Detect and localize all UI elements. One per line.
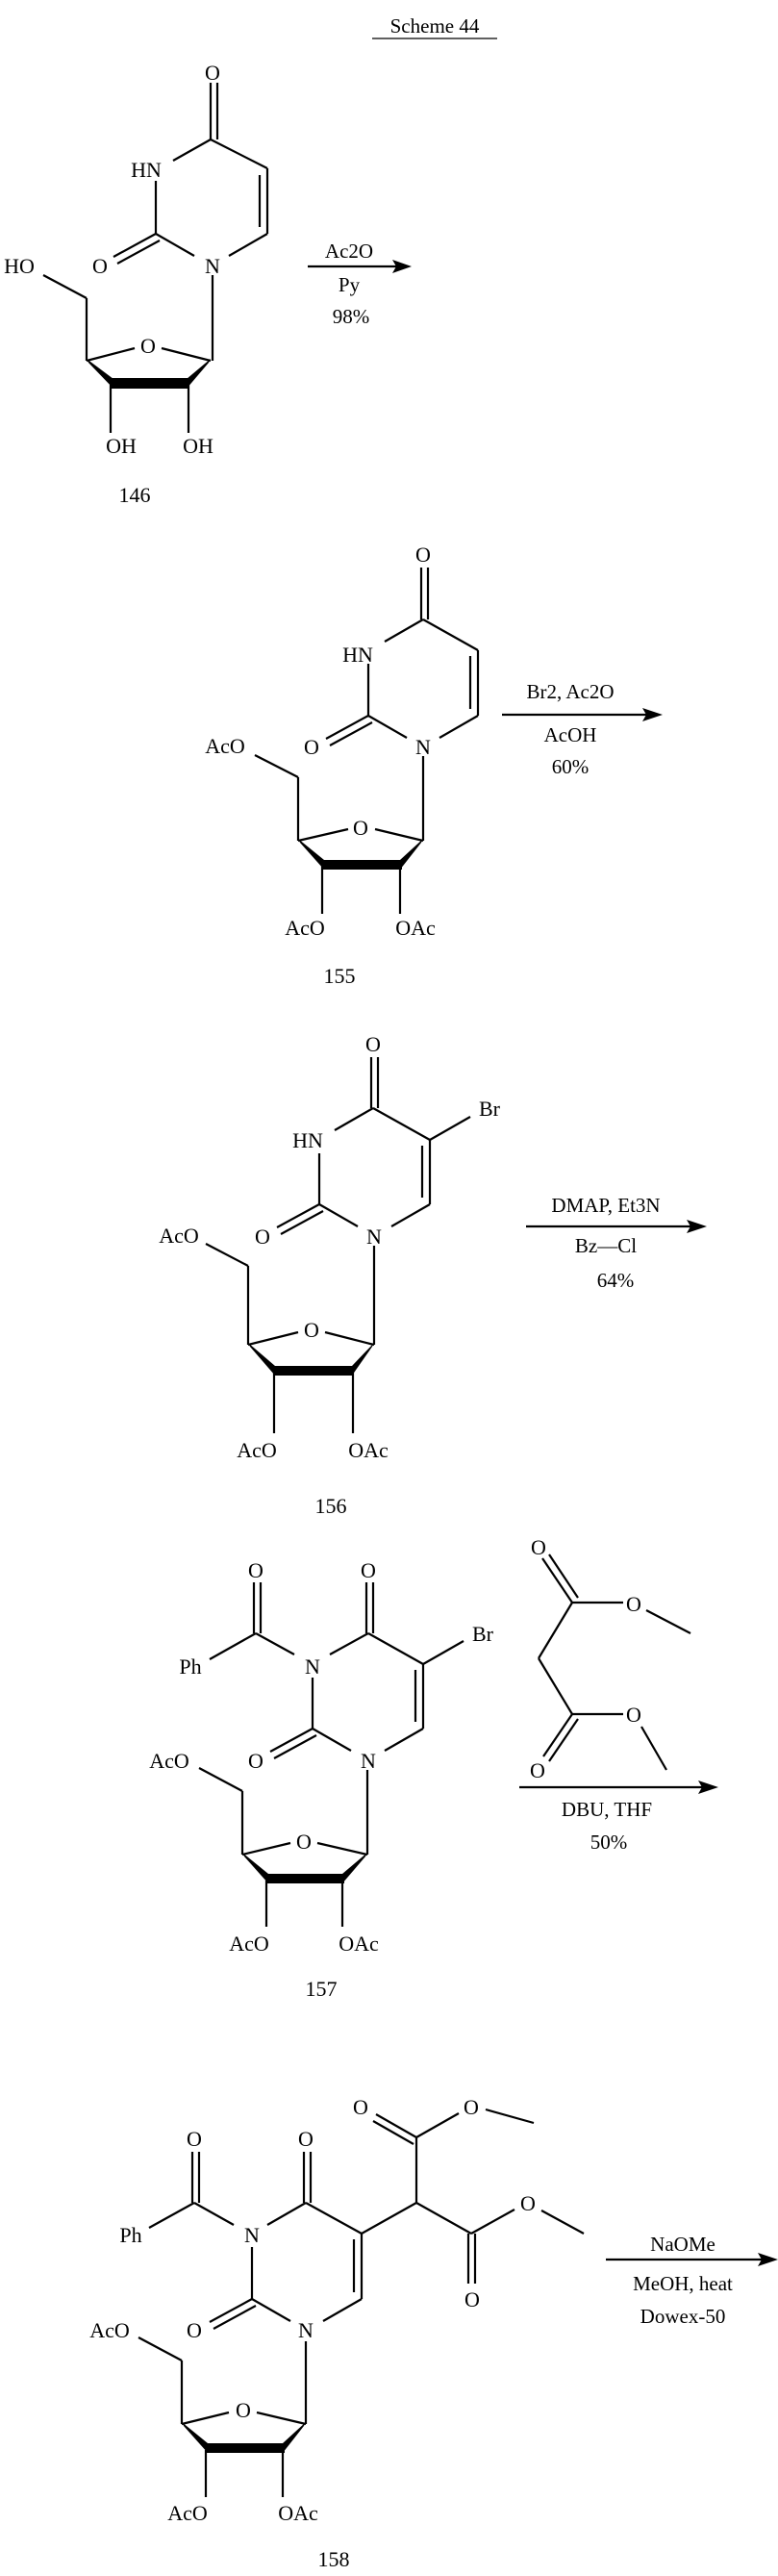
atom-O4: O xyxy=(205,61,220,85)
atom-O4: O xyxy=(365,1032,381,1056)
compound-158: O Ph O N O N AcO O O O O O AcO OAc 158 xyxy=(89,2095,585,2571)
yield: 50% xyxy=(590,1831,628,1854)
atom-AcO3: AcO xyxy=(167,2501,208,2525)
reagent-dimethyl-malonate: O O O O xyxy=(530,1535,691,1782)
compound-146: O HN O N HO O OH OH 146 xyxy=(4,61,269,507)
compound-number: 155 xyxy=(324,964,356,988)
atom-HN: HN xyxy=(131,158,162,182)
atom-O-ester-2: O xyxy=(520,2191,536,2215)
atom-OAc2: OAc xyxy=(278,2501,318,2525)
atom-HO5: HO xyxy=(4,254,35,278)
compound-number: 156 xyxy=(315,1494,347,1518)
reaction-arrow-5: NaOMe MeOH, heat Dowex-50 xyxy=(606,2233,778,2328)
atom-OAc2: OAc xyxy=(348,1438,389,1462)
atom-O-ester-2: O xyxy=(626,1703,641,1727)
scheme-title-text: Scheme 44 xyxy=(390,14,480,38)
atom-O-ester-1: O xyxy=(626,1592,641,1616)
atom-ring-O: O xyxy=(353,816,368,840)
atom-ring-O: O xyxy=(140,334,156,358)
atom-O-benzoyl: O xyxy=(187,2127,202,2151)
reagent-below-1: Bz—Cl xyxy=(575,1234,637,1257)
atom-O-carbonyl-2: O xyxy=(530,1758,545,1782)
atom-ring-O: O xyxy=(236,2398,251,2422)
reagent-above: DMAP, Et3N xyxy=(551,1194,660,1217)
yield: 98% xyxy=(333,305,370,328)
atom-O2: O xyxy=(304,735,319,759)
reagent-below-1: DBU, THF xyxy=(562,1798,652,1821)
atom-AcO3: AcO xyxy=(285,916,325,940)
reagent-below-1: AcOH xyxy=(544,723,597,746)
reagent-above: NaOMe xyxy=(650,2233,715,2256)
atom-N1: N xyxy=(366,1225,382,1249)
atom-OH3: OH xyxy=(106,434,137,458)
compound-157: O Ph O N Br O N AcO O AcO OAc 157 xyxy=(149,1558,493,2001)
reaction-arrow-2: Br2, Ac2O AcOH 60% xyxy=(502,680,663,778)
atom-AcO5: AcO xyxy=(89,2318,130,2342)
compound-number: 157 xyxy=(306,1977,338,2001)
reaction-arrow-1: Ac2O Py 98% xyxy=(308,240,412,328)
reagent-below-1: Py xyxy=(339,273,361,296)
atom-N1: N xyxy=(205,254,220,278)
atom-N3: N xyxy=(305,1654,320,1679)
atom-O-carbonyl-2: O xyxy=(464,2287,480,2311)
atom-OAc2: OAc xyxy=(395,916,436,940)
yield: 64% xyxy=(597,1269,635,1292)
scheme-title: Scheme 44 xyxy=(372,14,497,39)
reagent-above: Ac2O xyxy=(325,240,373,263)
atom-O2: O xyxy=(248,1749,264,1773)
compound-number: 146 xyxy=(119,483,151,507)
atom-O2: O xyxy=(255,1225,270,1249)
reaction-arrow-4: DBU, THF 50% xyxy=(519,1780,718,1854)
atom-ring-O: O xyxy=(296,1830,312,1854)
atom-Br: Br xyxy=(479,1097,501,1121)
reagent-below-2: Dowex-50 xyxy=(640,2305,726,2328)
atom-AcO5: AcO xyxy=(159,1224,199,1248)
compound-155: O HN O N AcO O AcO OAc 155 xyxy=(205,543,480,988)
atom-Ph: Ph xyxy=(179,1654,201,1679)
reagent-above: Br2, Ac2O xyxy=(527,680,615,703)
atom-O4: O xyxy=(361,1558,376,1582)
atom-OAc2: OAc xyxy=(339,1932,379,1956)
atom-O2: O xyxy=(187,2318,202,2342)
atom-Ph: Ph xyxy=(119,2223,141,2247)
atom-HN: HN xyxy=(292,1128,323,1152)
atom-O4: O xyxy=(298,2127,314,2151)
atom-AcO3: AcO xyxy=(237,1438,277,1462)
reagent-below-1: MeOH, heat xyxy=(633,2272,733,2295)
atom-O2: O xyxy=(92,254,108,278)
atom-N1: N xyxy=(298,2318,314,2342)
atom-AcO3: AcO xyxy=(229,1932,269,1956)
atom-O-carbonyl-1: O xyxy=(531,1535,546,1559)
atom-N1: N xyxy=(415,735,431,759)
atom-Br: Br xyxy=(472,1622,494,1646)
atom-O4: O xyxy=(415,543,431,567)
atom-AcO5: AcO xyxy=(205,734,245,758)
compound-156: O HN Br O N AcO O AcO OAc 156 xyxy=(159,1032,500,1518)
atom-N3: N xyxy=(244,2223,260,2247)
atom-N1: N xyxy=(361,1749,376,1773)
atom-ring-O: O xyxy=(304,1318,319,1342)
atom-O-carbonyl-1: O xyxy=(353,2095,368,2119)
atom-AcO5: AcO xyxy=(149,1749,189,1773)
yield: 60% xyxy=(552,755,590,778)
compound-number: 158 xyxy=(318,2547,350,2571)
atom-HN: HN xyxy=(342,643,373,667)
reaction-arrow-3: DMAP, Et3N Bz—Cl 64% xyxy=(526,1194,707,1292)
atom-O-ester-1: O xyxy=(464,2095,479,2119)
atom-O-benzoyl: O xyxy=(248,1558,264,1582)
atom-OH2: OH xyxy=(183,434,213,458)
